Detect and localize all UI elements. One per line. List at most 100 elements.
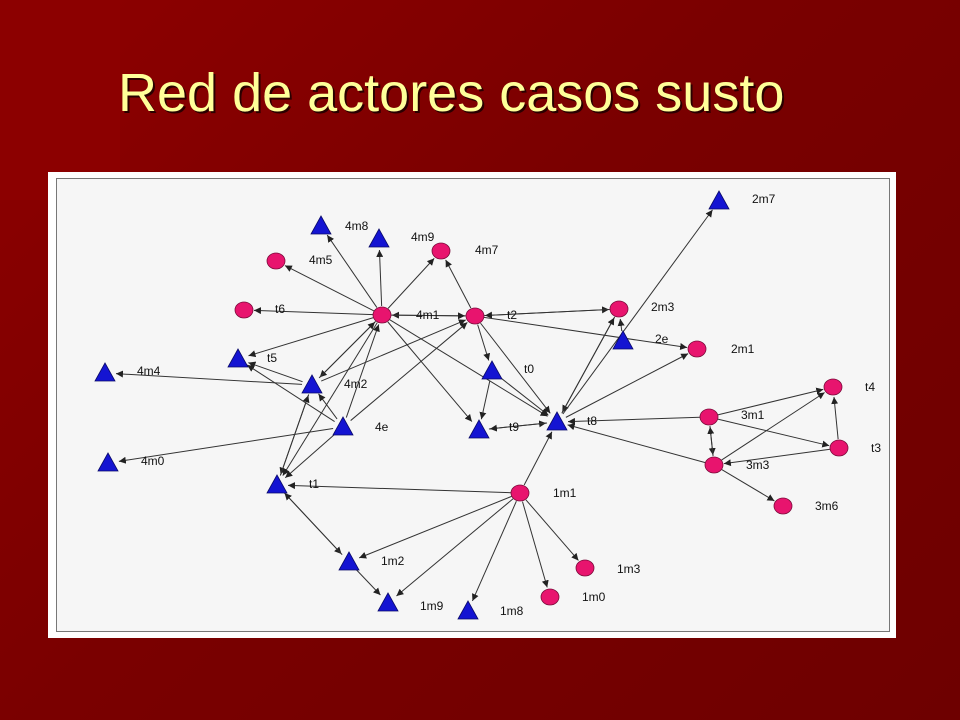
node-label-t8: t8 [587,414,597,428]
node-4m8 [310,215,332,235]
edge-4m1-to-4m9 [387,258,435,309]
edge-1m1-to-1m9 [396,498,514,597]
edge-4m1-to-4m5 [284,265,375,312]
slide-title: Red de actores casos susto [118,63,785,123]
node-label-1m3: 1m3 [617,562,641,576]
node-label-3m1: 3m1 [741,408,765,422]
edge-4m1-to-4m8 [326,234,378,308]
node-1m8 [457,600,479,620]
node-label-4e: 4e [375,420,389,434]
node-label-4m9: 4m9 [411,230,435,244]
nodes-layer [94,190,849,620]
edge-4m2-to-t2 [321,319,466,382]
edge-4m1-to-t9 [387,321,473,422]
node-label-2e: 2e [655,332,669,346]
node-4m0 [97,452,119,472]
edge-t3-to-t4 [831,396,839,440]
node-label-3m3: 3m3 [746,458,770,472]
edge-t8-to-t9 [489,422,548,432]
edge-t0-to-t9 [479,380,491,420]
edge-2m3-to-t2 [484,308,611,319]
node-label-t9: t9 [509,420,519,434]
node-label-4m0: 4m0 [141,454,165,468]
edge-t2-to-t8 [480,322,551,414]
node-label-1m8: 1m8 [500,604,524,618]
edge-1m2-to-1m9 [355,568,381,596]
node-t9 [468,419,490,439]
edge-t8-to-2m1 [565,353,689,418]
edge-4m1-to-t5 [248,317,374,358]
edge-4m2-to-4m1 [318,321,376,379]
edge-3m3-to-3m6 [721,469,775,502]
node-4m2 [301,374,323,394]
node-1m9 [377,592,399,612]
node-3m1 [699,408,719,426]
node-label-4m1: 4m1 [416,308,440,322]
edge-1m1-to-1m8 [471,501,517,602]
node-label-t4: t4 [865,380,875,394]
node-label-1m9: 1m9 [420,599,444,613]
edge-t8-to-2m7 [562,209,713,415]
node-label-4m4: 4m4 [137,364,161,378]
edge-4e-to-4m0 [118,428,334,464]
node-4m4 [94,362,116,382]
node-t5 [227,348,249,368]
node-2m7 [708,190,730,210]
edge-t0-to-t8 [499,376,549,416]
edge-3m1-to-t4 [717,387,824,416]
node-label-1m2: 1m2 [381,554,405,568]
node-label-2m7: 2m7 [752,192,776,206]
node-4m9 [431,242,451,260]
node-label-1m0: 1m0 [582,590,606,604]
node-2m1 [687,340,707,358]
edge-t2-to-2m1 [483,316,688,350]
edge-3m1-to-t8 [567,416,701,425]
edge-4m1-to-t6a [253,307,374,316]
edge-t1-to-4m2 [279,395,310,476]
node-1m2 [338,551,360,571]
edge-t2-to-t0 [477,324,491,361]
edge-3m3-to-3m1 [707,426,715,457]
node-tri_4m8b [368,228,390,248]
node-1m3 [575,559,595,577]
node-label-3m6: 3m6 [815,499,839,513]
node-label-2m1: 2m1 [731,342,755,356]
edge-3m3-to-t8 [567,423,706,464]
edge-4e-to-4m1 [345,324,380,418]
node-3m3 [704,456,724,474]
node-2e [612,330,634,350]
node-1m1 [510,484,530,502]
node-t1 [266,474,288,494]
node-3m6 [773,497,793,515]
node-t3 [829,439,849,457]
node-label-4m5: 4m5 [309,253,333,267]
node-label-t6a: t6 [275,302,285,316]
node-t6a [234,301,254,319]
edge-1m1-to-1m0 [522,501,549,588]
edge-4e-to-t5 [246,364,335,422]
edge-t3-to-3m3 [723,448,831,467]
node-label-4m7: 4m7 [475,243,499,257]
edge-1m2-to-t1 [284,492,343,556]
edge-2e-to-2m3 [617,318,625,332]
node-2m3 [609,300,629,318]
edge-3m3-to-t4 [721,392,825,461]
edge-1m1-to-t8 [523,431,553,486]
edge-3m1-to-t3 [717,418,830,448]
node-t8 [546,411,568,431]
node-label-t0: t0 [524,362,534,376]
node-t4 [823,378,843,396]
edge-t8-to-2m3 [561,317,615,414]
edge-4e-to-t1 [284,433,336,479]
edge-4m1-to-t8 [389,319,548,417]
node-label-t5: t5 [267,351,277,365]
node-t0 [481,360,503,380]
node-t2 [465,307,485,325]
node-label-4m2: 4m2 [344,377,368,391]
node-label-t1: t1 [309,477,319,491]
edges-layer [115,209,839,602]
